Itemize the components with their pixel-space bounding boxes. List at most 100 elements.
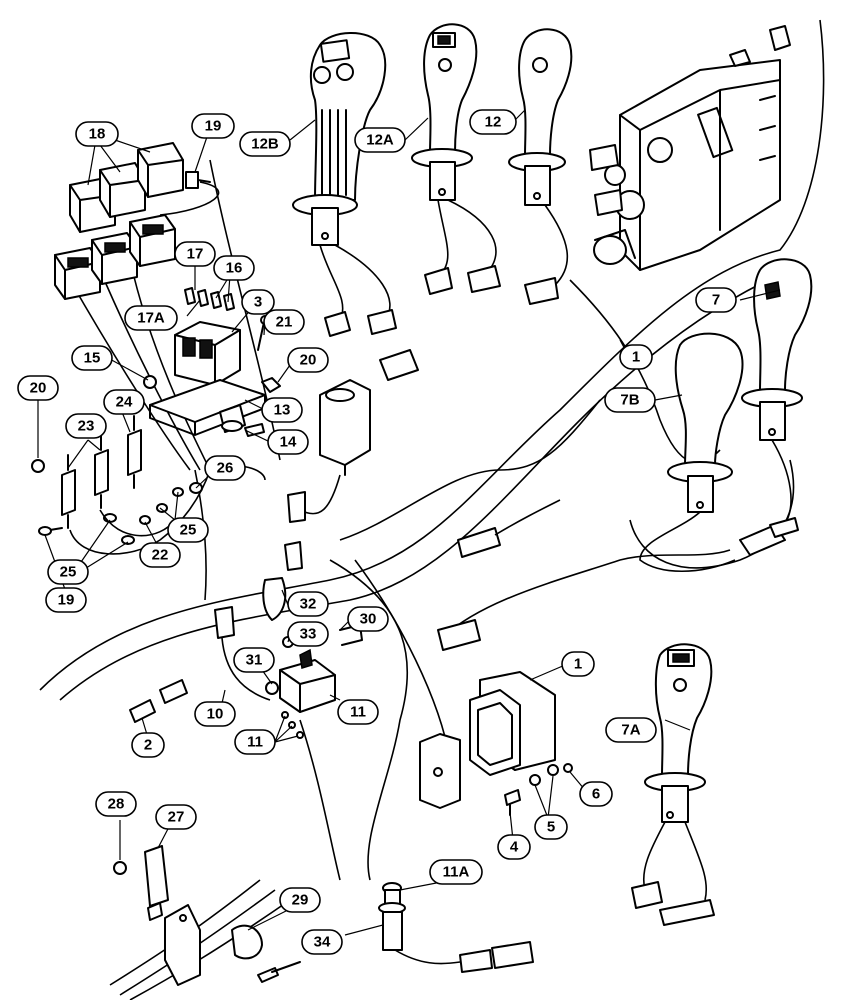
svg-text:23: 23 [78,418,95,435]
callout-13: 13 [261,397,303,423]
callout-25-right: 25 [167,517,209,543]
callouts: 18 19 12B 12A 12 17 16 17A 3 21 20 15 13… [17,109,737,955]
connector-2 [129,679,188,723]
callout-15: 15 [71,345,113,371]
svg-text:12B: 12B [251,136,279,153]
screw-19-top [159,171,220,216]
callout-10: 10 [194,701,236,727]
callout-5: 5 [534,814,568,840]
svg-text:20: 20 [30,380,47,397]
callout-7a: 7A [605,717,657,743]
callout-12a: 12A [354,127,406,153]
callout-1-upper: 1 [619,344,653,370]
svg-text:7: 7 [712,292,720,309]
svg-text:29: 29 [292,892,309,909]
svg-text:21: 21 [276,314,293,331]
callout-14: 14 [267,429,309,455]
svg-text:19: 19 [205,118,222,135]
switch-11a [378,882,534,973]
svg-text:12: 12 [485,114,502,131]
svg-text:33: 33 [300,626,317,643]
svg-text:30: 30 [360,611,377,628]
callout-21: 21 [263,309,305,335]
callout-30: 30 [347,606,389,632]
callout-18: 18 [75,121,119,147]
svg-text:1: 1 [632,349,640,366]
callout-20-left: 20 [17,375,59,401]
svg-text:11: 11 [247,734,263,751]
center-connectors [284,349,561,651]
svg-text:31: 31 [246,652,263,669]
fuse-block-3 [174,287,241,386]
svg-text:17A: 17A [137,310,165,327]
callout-19-lower: 19 [45,587,87,613]
valve-block [589,25,791,271]
svg-text:5: 5 [547,819,555,836]
svg-text:10: 10 [207,706,224,723]
callout-11-right: 11 [337,699,379,725]
callout-19: 19 [191,113,235,139]
callout-3: 3 [241,289,275,315]
svg-text:1: 1 [574,656,582,673]
callout-23: 23 [65,413,107,439]
callout-24: 24 [103,389,145,415]
svg-text:25: 25 [180,522,197,539]
callout-32: 32 [287,591,329,617]
svg-text:14: 14 [280,434,297,451]
svg-text:11A: 11A [443,864,470,881]
svg-text:4: 4 [510,839,519,856]
controller-module-1 [419,671,573,816]
joystick-12a [411,23,501,295]
svg-text:17: 17 [187,246,204,263]
clamp-assembly-29 [109,845,301,1000]
switches-23-24 [31,415,266,555]
joystick-7 [739,258,813,556]
svg-text:32: 32 [300,596,317,613]
svg-text:6: 6 [592,786,600,803]
callout-28: 28 [95,791,137,817]
callout-6: 6 [579,781,613,807]
callout-11a: 11A [429,859,483,885]
svg-text:26: 26 [217,460,234,477]
svg-text:12A: 12A [366,132,394,149]
svg-text:13: 13 [274,402,291,419]
svg-text:27: 27 [168,809,185,826]
svg-text:25: 25 [60,564,77,581]
callout-12b: 12B [239,131,291,157]
callout-11-left: 11 [234,729,276,755]
callout-12: 12 [469,109,517,135]
svg-text:3: 3 [254,294,262,311]
callout-33: 33 [287,621,329,647]
callout-4: 4 [497,834,531,860]
svg-text:7B: 7B [620,392,639,409]
svg-text:34: 34 [314,934,331,951]
callout-31: 31 [233,647,275,673]
callout-29: 29 [279,887,321,913]
callout-7b: 7B [604,387,656,413]
svg-text:22: 22 [152,547,169,564]
callout-34: 34 [301,929,343,955]
svg-text:19: 19 [58,592,75,609]
callout-26: 26 [204,455,246,481]
callout-2: 2 [131,732,165,758]
callout-25-left: 25 [47,559,89,585]
svg-text:18: 18 [89,126,106,143]
svg-text:20: 20 [300,352,317,369]
svg-text:24: 24 [116,394,133,411]
callout-20-right: 20 [287,347,329,373]
joystick-12b [292,32,397,337]
relay-set-18 [54,142,184,300]
svg-text:7A: 7A [621,722,640,739]
svg-text:16: 16 [226,260,243,277]
callout-17a: 17A [124,305,178,331]
joystick-7b [639,332,744,572]
svg-text:15: 15 [84,350,101,367]
callout-22: 22 [139,542,181,568]
callout-7: 7 [695,287,737,313]
svg-text:11: 11 [350,704,366,721]
joystick-12 [508,28,573,305]
callout-1-lower: 1 [561,651,595,677]
callout-16: 16 [213,255,255,281]
svg-text:28: 28 [108,796,125,813]
